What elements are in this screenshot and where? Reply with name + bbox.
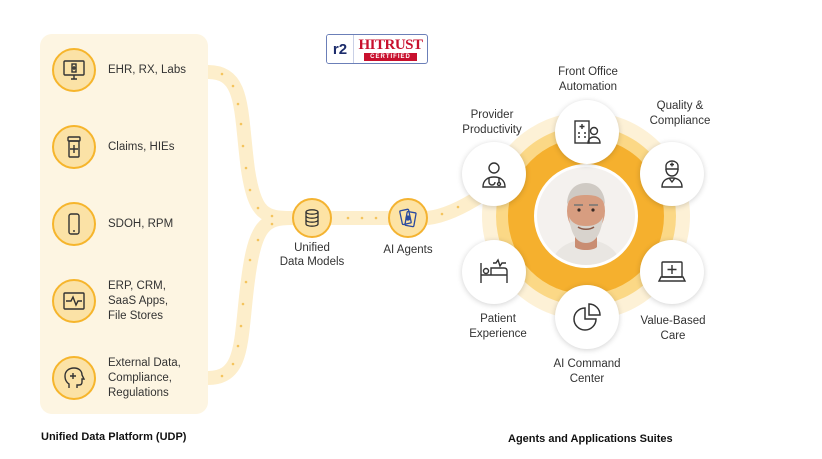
source-label: Claims, HIEs [108,140,175,153]
suite-label-front-office: Front Office Automation [558,66,618,93]
suites-caption: Agents and Applications Suites [508,433,673,445]
source-ehr: EHR, RX, Labs [52,46,212,94]
suite-label-command-center: AI Command Center [553,358,621,385]
source-claims: Claims, HIEs [52,123,212,171]
head-plus-icon [52,356,96,400]
source-connector-dots [220,72,460,378]
source-label: EHR, RX, Labs [108,63,186,76]
badge-prefix: r2 [327,35,354,63]
suite-label-provider-productivity: Provider Productivity [462,109,522,136]
hitrust-badge: r2 HITRUST CERTIFIED [326,34,428,64]
pulse-monitor-icon [52,279,96,323]
source-external: External Data, Compliance, Regulations [52,354,212,402]
ai-agents-label: AI Agents [383,244,433,256]
laptop-plus-icon [640,240,704,304]
suite-label-patient-experience: Patient Experience [469,313,527,340]
doctor-icon [462,142,526,206]
pie-chart-icon [555,285,619,349]
source-sdoh: SDOH, RPM [52,200,212,248]
source-label: SDOH, RPM [108,217,174,230]
ai-agents-icon [388,198,428,238]
source-label: ERP, CRM, SaaS Apps, File Stores [108,279,169,322]
suite-label-quality: Quality & Compliance [649,100,711,127]
suite-label-value-based: Value-Based Care [640,315,706,342]
udp-caption: Unified Data Platform (UDP) [41,431,187,443]
badge-brand: HITRUST [358,36,423,53]
patient-portrait [537,167,635,265]
source-erp: ERP, CRM, SaaS Apps, File Stores [52,277,212,325]
smartphone-icon [52,202,96,246]
badge-main: HITRUST CERTIFIED [354,35,427,63]
source-label: External Data, Compliance, Regulations [108,356,181,399]
nurse-icon [640,142,704,206]
hospital-bed-icon [462,240,526,304]
database-icon [292,198,332,238]
pill-bottle-icon [52,125,96,169]
monitor-medical-icon [52,48,96,92]
badge-subtitle: CERTIFIED [364,52,417,61]
source-connectors [201,65,489,385]
data-models-label: Unified Data Models [279,242,345,268]
hospital-staff-icon [555,100,619,164]
